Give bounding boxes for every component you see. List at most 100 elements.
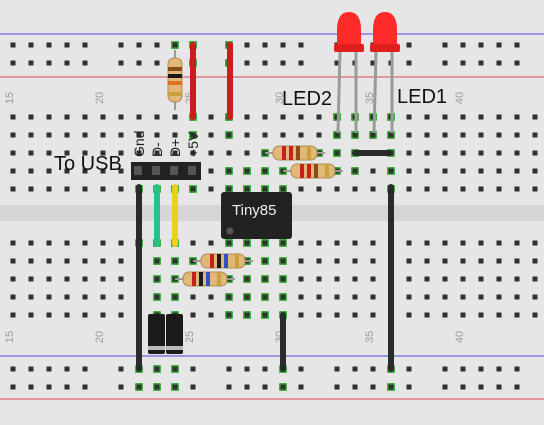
breadboard-hole xyxy=(10,168,16,174)
resistor-band xyxy=(210,254,214,268)
breadboard-hole xyxy=(100,132,106,138)
zener-diodes xyxy=(148,314,183,354)
breadboard-hole xyxy=(478,294,484,300)
resistor-band xyxy=(192,272,196,286)
breadboard-hole xyxy=(172,114,178,120)
breadboard-hole xyxy=(442,384,448,390)
resistor-band xyxy=(217,272,221,286)
breadboard-hole xyxy=(118,60,124,66)
breadboard-hole xyxy=(442,312,448,318)
breadboard-hole xyxy=(442,186,448,192)
breadboard-hole xyxy=(226,168,232,174)
column-number: 15 xyxy=(4,331,16,343)
breadboard-hole xyxy=(334,132,340,138)
breadboard-hole xyxy=(496,312,502,318)
breadboard-hole xyxy=(370,366,376,372)
breadboard-hole xyxy=(316,294,322,300)
breadboard-hole xyxy=(10,276,16,282)
breadboard-hole xyxy=(154,114,160,120)
breadboard-hole xyxy=(280,240,286,246)
breadboard-hole xyxy=(10,186,16,192)
breadboard-hole xyxy=(280,276,286,282)
breadboard-hole xyxy=(280,42,286,48)
breadboard-hole xyxy=(370,312,376,318)
breadboard-hole xyxy=(406,240,412,246)
column-number: 30 xyxy=(274,92,286,104)
resistor-band xyxy=(300,164,304,178)
breadboard-hole xyxy=(496,60,502,66)
breadboard-hole xyxy=(136,42,142,48)
breadboard-hole xyxy=(10,42,16,48)
breadboard-hole xyxy=(496,258,502,264)
breadboard-hole xyxy=(64,312,70,318)
breadboard-hole xyxy=(10,312,16,318)
breadboard-hole xyxy=(190,294,196,300)
breadboard-hole xyxy=(118,168,124,174)
breadboard-hole xyxy=(82,114,88,120)
breadboard-hole xyxy=(532,312,538,318)
breadboard-hole xyxy=(244,240,250,246)
breadboard-hole xyxy=(298,312,304,318)
breadboard-hole xyxy=(406,150,412,156)
column-number: 25 xyxy=(184,331,196,343)
resistor-band xyxy=(199,272,203,286)
breadboard-hole xyxy=(280,60,286,66)
led2-label: LED2 xyxy=(282,88,332,110)
breadboard-hole xyxy=(208,114,214,120)
breadboard-hole xyxy=(100,168,106,174)
breadboard-hole xyxy=(334,258,340,264)
breadboard-hole xyxy=(334,366,340,372)
breadboard-hole xyxy=(100,240,106,246)
breadboard-hole xyxy=(352,312,358,318)
column-number: 35 xyxy=(364,331,376,343)
breadboard-hole xyxy=(406,168,412,174)
column-number: 40 xyxy=(454,92,466,104)
breadboard-hole xyxy=(352,132,358,138)
breadboard-hole xyxy=(370,276,376,282)
breadboard-hole xyxy=(496,132,502,138)
breadboard-hole xyxy=(298,60,304,66)
breadboard-hole xyxy=(208,186,214,192)
breadboard-hole xyxy=(82,132,88,138)
breadboard-hole xyxy=(172,132,178,138)
breadboard-hole xyxy=(388,132,394,138)
breadboard-hole xyxy=(244,186,250,192)
breadboard-hole xyxy=(298,258,304,264)
breadboard-hole xyxy=(424,312,430,318)
breadboard-hole xyxy=(334,240,340,246)
breadboard-hole xyxy=(64,60,70,66)
breadboard-hole xyxy=(514,186,520,192)
breadboard-hole xyxy=(46,312,52,318)
breadboard-hole xyxy=(118,150,124,156)
breadboard-hole xyxy=(28,240,34,246)
breadboard-hole xyxy=(244,150,250,156)
breadboard-hole xyxy=(46,150,52,156)
breadboard-hole xyxy=(370,132,376,138)
breadboard-hole xyxy=(532,114,538,120)
breadboard-hole xyxy=(10,384,16,390)
breadboard-hole xyxy=(514,240,520,246)
breadboard-hole xyxy=(154,276,160,282)
breadboard-hole xyxy=(406,60,412,66)
breadboard-hole xyxy=(334,60,340,66)
breadboard-hole xyxy=(208,240,214,246)
breadboard-hole xyxy=(496,42,502,48)
breadboard-hole xyxy=(28,366,34,372)
breadboard-hole xyxy=(460,384,466,390)
breadboard-hole xyxy=(28,384,34,390)
breadboard-hole xyxy=(298,294,304,300)
breadboard-hole xyxy=(244,366,250,372)
breadboard-hole xyxy=(316,132,322,138)
breadboard-hole xyxy=(496,168,502,174)
breadboard-hole xyxy=(100,186,106,192)
breadboard-hole xyxy=(514,60,520,66)
breadboard-hole xyxy=(82,42,88,48)
breadboard-hole xyxy=(478,114,484,120)
breadboard-hole xyxy=(442,366,448,372)
breadboard-hole xyxy=(82,150,88,156)
breadboard-hole xyxy=(82,240,88,246)
breadboard-hole xyxy=(64,150,70,156)
breadboard-hole xyxy=(28,312,34,318)
breadboard-hole xyxy=(442,132,448,138)
